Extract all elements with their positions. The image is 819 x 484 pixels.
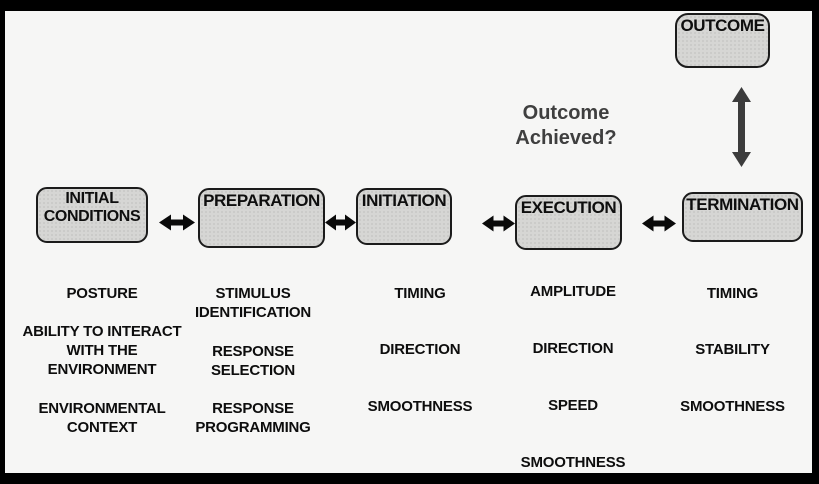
- attribute-initiation-smoothness: SMOOTHNESS: [367, 398, 473, 415]
- stage-box-initial-conditions-label: INITIAL CONDITIONS: [43, 190, 141, 225]
- horizontal-double-arrow-icon: [159, 214, 195, 231]
- stage-box-initial-conditions: INITIAL CONDITIONS: [36, 187, 148, 243]
- horizontal-double-arrow-icon: [482, 215, 515, 232]
- attribute-execution-direction: DIRECTION: [532, 340, 614, 357]
- attribute-initial-conditions-environmental-context: ENVIRONMENTAL CONTEXT: [38, 400, 166, 436]
- stage-box-initiation-label: INITIATION: [361, 191, 447, 210]
- attribute-execution-amplitude: AMPLITUDE: [530, 283, 616, 300]
- attribute-termination-stability: STABILITY: [695, 341, 770, 358]
- stage-box-outcome: OUTCOME: [675, 13, 770, 68]
- attribute-execution-speed: SPEED: [548, 397, 598, 414]
- attribute-initial-conditions-ability-to-interact: ABILITY TO INTERACT WITH THE ENVIRONMENT: [22, 323, 182, 378]
- outcome-question-text: Outcome Achieved?: [515, 102, 617, 149]
- horizontal-double-arrow-icon: [325, 214, 356, 231]
- horizontal-double-arrow-icon: [642, 215, 676, 232]
- attribute-termination-timing: TIMING: [706, 285, 759, 302]
- stage-box-termination-label: TERMINATION: [686, 195, 799, 214]
- stage-box-outcome-label: OUTCOME: [680, 16, 765, 35]
- stage-box-preparation-label: PREPARATION: [203, 191, 320, 210]
- stage-box-preparation: PREPARATION: [198, 188, 325, 248]
- attribute-initial-conditions-posture: POSTURE: [66, 285, 138, 302]
- stage-box-execution: EXECUTION: [515, 195, 622, 250]
- attribute-execution-smoothness: SMOOTHNESS: [520, 454, 626, 471]
- attribute-initiation-direction: DIRECTION: [379, 341, 461, 358]
- attribute-termination-smoothness: SMOOTHNESS: [680, 398, 785, 415]
- attribute-preparation-response-selection: RESPONSE SELECTION: [210, 343, 296, 379]
- attribute-preparation-response-programming: RESPONSE PROGRAMMING: [195, 400, 311, 436]
- stage-box-initiation: INITIATION: [356, 188, 452, 245]
- attribute-preparation-stimulus-identification: STIMULUS IDENTIFICATION: [194, 285, 312, 321]
- attribute-initiation-timing: TIMING: [394, 285, 446, 302]
- stage-box-termination: TERMINATION: [682, 192, 803, 242]
- stage-box-execution-label: EXECUTION: [520, 198, 617, 217]
- vertical-double-arrow-icon: [731, 87, 752, 167]
